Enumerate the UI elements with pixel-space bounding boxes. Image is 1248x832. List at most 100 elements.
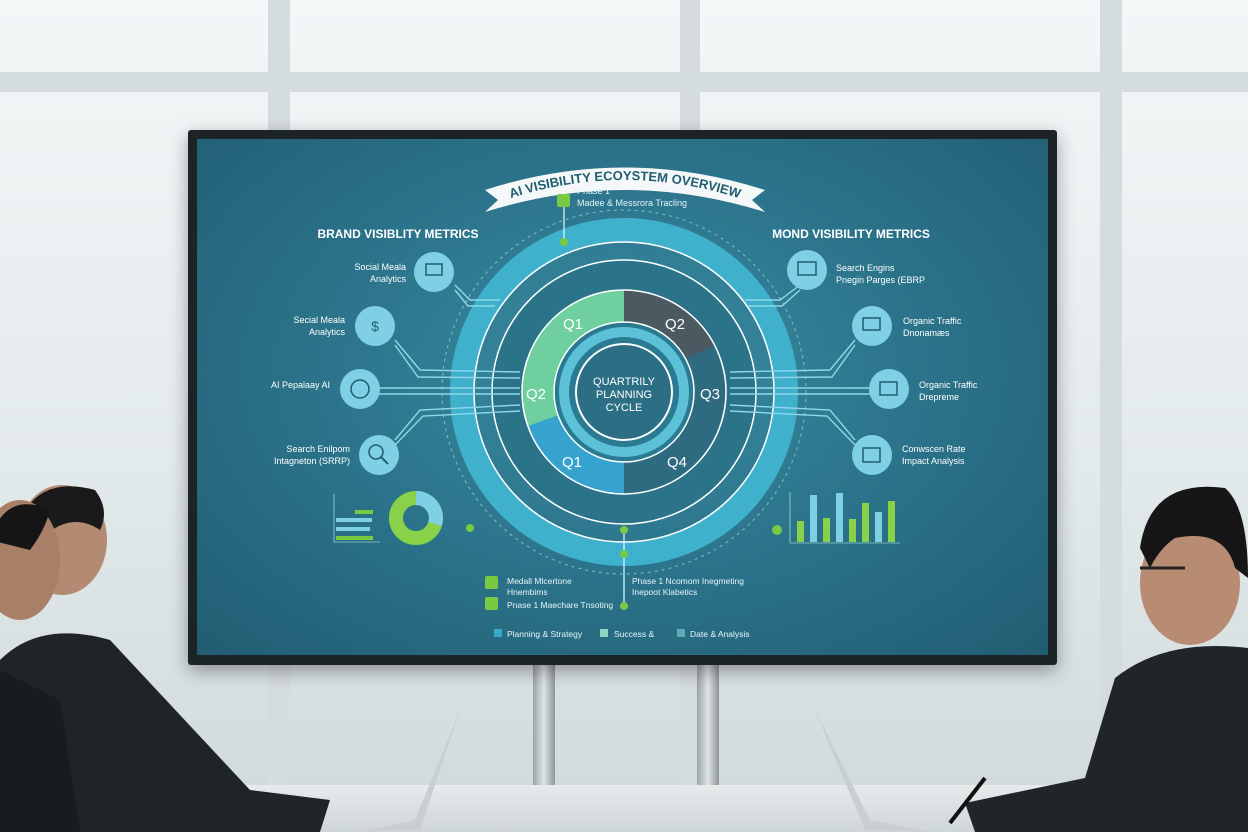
legend-swatch	[600, 629, 608, 637]
person-left-silhouettes	[0, 485, 330, 832]
phase-bottom-label: Phase 1 Ncomom Inegmeting	[632, 576, 744, 586]
ecosystem-diagram: Q1 Q2 Q3 Q4 Q1 Q2 QUARTRILY PLANNING CYC…	[271, 167, 978, 639]
laptop-left	[360, 710, 460, 832]
left-metric-item: Search Enilpom Intagneton (SRRP)	[274, 435, 399, 475]
quadrant-label: Q1	[562, 454, 582, 471]
legend-label: Success &	[614, 629, 654, 639]
left-heading: BRAND VISIBLITY METRICS	[317, 227, 478, 241]
metric-label: Pnegin Parges (EBRP	[836, 275, 925, 285]
milestone-item: Pnase 1 Maechare Tnsoting	[485, 597, 613, 610]
milestone-label: Medall Mlcertone	[507, 576, 572, 586]
check-icon	[557, 194, 570, 207]
mini-bar	[336, 527, 370, 531]
cycle-center	[575, 343, 673, 441]
legend-swatch	[494, 629, 502, 637]
milestone-dot	[620, 526, 628, 534]
legend: Planning & Strategy Success & Date & Ana…	[494, 629, 750, 639]
left-metric-item: Social Meala Analytics	[354, 252, 454, 292]
mini-bar	[355, 510, 373, 514]
metric-label: Organic Traffic	[903, 316, 962, 326]
metric-label: Conwscen Rate	[902, 444, 966, 454]
dashed-orbit	[441, 209, 807, 575]
window-mullion	[1100, 0, 1122, 800]
quadrant-label: Q3	[700, 386, 720, 403]
mini-bar-chart-right	[789, 492, 900, 544]
milestone-label: Hnembims	[507, 587, 548, 597]
icon-circle	[869, 369, 909, 409]
person-right-silhouette	[948, 486, 1248, 832]
refresh-dollar-icon	[350, 379, 370, 399]
check-icon	[485, 576, 498, 589]
mini-donut-chart	[389, 491, 443, 545]
left-metric-item: $ Secial Meala Analytics	[293, 306, 395, 346]
monitor-stand	[697, 664, 719, 789]
quadrant-ring-outline	[521, 289, 727, 495]
icon-circle	[787, 250, 827, 290]
quadrant-label: Q1	[563, 316, 583, 333]
center-label: CYCLE	[606, 402, 643, 414]
mini-bar	[875, 512, 882, 542]
screen-person-icon	[879, 381, 898, 396]
legend-label: Planning & Strategy	[507, 629, 583, 639]
mini-bar	[823, 518, 830, 542]
title-banner	[485, 167, 765, 212]
milestone-dot	[620, 602, 628, 610]
mini-bar	[810, 495, 817, 542]
milestone-dot	[560, 238, 568, 246]
milestone-item: Medall Mlcertone Hnembims	[485, 576, 572, 597]
right-metric-item: Organic Traffic Dnonamæs	[852, 306, 962, 346]
monitor-stand	[533, 664, 555, 789]
right-metric-item: Organic Traffic Drepreme	[869, 369, 978, 409]
laptop-right	[815, 710, 930, 832]
metric-label: Organic Traffic	[919, 380, 978, 390]
metric-label: Social Meala	[354, 262, 406, 272]
metric-label: Analytics	[309, 327, 346, 337]
phase-top-label: Madee & Messrora Tracling	[577, 198, 687, 208]
icon-circle	[359, 435, 399, 475]
donut-slice	[415, 491, 443, 527]
mini-bar	[849, 519, 856, 542]
right-metric-item: Conwscen Rate Impact Analysis	[852, 435, 966, 475]
cycle-arrow-ring	[559, 327, 689, 457]
mini-bar	[336, 536, 373, 540]
milestone-label: Pnase 1 Maechare Tnsoting	[507, 600, 613, 610]
metric-label: Drepreme	[919, 392, 959, 402]
display-monitor: Q1 Q2 Q3 Q4 Q1 Q2 QUARTRILY PLANNING CYC…	[188, 130, 1057, 665]
milestone-dot	[620, 550, 628, 558]
phase-bottom-label: Inepoot Klabetics	[632, 587, 697, 597]
icon-circle	[340, 369, 380, 409]
monitor-icon	[862, 317, 881, 331]
funnel-chart-icon	[862, 447, 881, 463]
icon-circle	[852, 435, 892, 475]
left-metric-item: AI Pepalaay AI	[271, 369, 380, 409]
mini-bar-chart-left	[333, 494, 380, 543]
mini-bar	[862, 503, 869, 542]
mini-bar	[336, 518, 372, 522]
check-icon	[485, 597, 498, 610]
connector-dot	[772, 525, 782, 535]
center-label: PLANNING	[596, 389, 652, 401]
right-metric-item: Search Engins Pnegin Parges (EBRP	[787, 250, 925, 290]
right-heading: MOND VISIBILITY METRICS	[772, 227, 930, 241]
metric-label: Search Enilpom	[286, 444, 350, 454]
metric-label: Search Engins	[836, 263, 895, 273]
browser-cursor-icon	[797, 261, 817, 276]
connector-lines	[375, 284, 870, 446]
phase-top-label: Phase 1	[577, 186, 610, 196]
metric-label: Impact Analysis	[902, 456, 965, 466]
mini-bar	[888, 501, 895, 542]
search-icon	[368, 444, 389, 465]
metric-label: Dnonamæs	[903, 328, 950, 338]
mini-bar	[797, 521, 804, 542]
metric-label: Analytics	[370, 274, 407, 284]
legend-label: Date & Analysis	[690, 629, 750, 639]
metric-label: Intagneton (SRRP)	[274, 456, 350, 466]
center-label: QUARTRILY	[593, 376, 656, 388]
metric-label: Secial Meala	[293, 315, 345, 325]
icon-circle	[414, 252, 454, 292]
legend-swatch	[677, 629, 685, 637]
mini-bar	[836, 493, 843, 542]
icon-circle	[355, 306, 395, 346]
metric-label: AI Pepalaay AI	[271, 380, 330, 390]
dollar-pen-icon: $	[371, 318, 379, 334]
